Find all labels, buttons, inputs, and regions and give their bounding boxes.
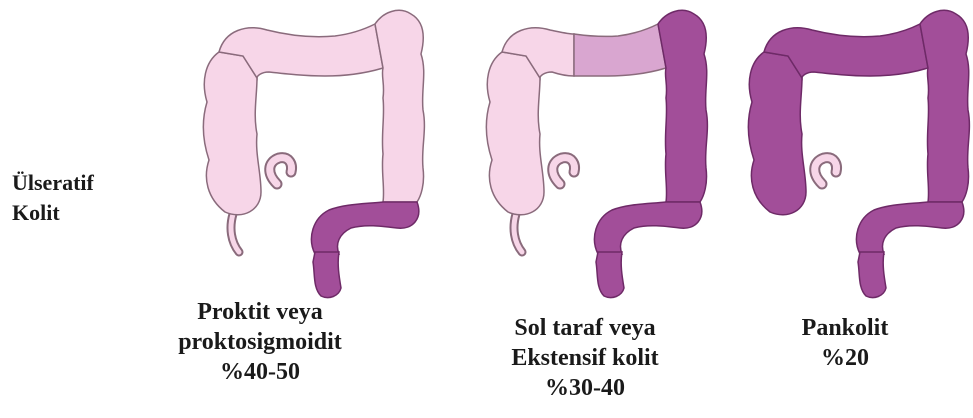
rectum-inflamed	[313, 252, 341, 298]
rectum-inflamed	[596, 252, 624, 298]
descending-colon-healthy	[375, 10, 424, 202]
caption-pancolitis: Pankolit %20	[760, 313, 930, 373]
ileum-healthy	[553, 158, 575, 184]
colon-diagram-proctitis	[195, 6, 435, 296]
caption-left-sided: Sol taraf veya Ekstensif kolit %30-40	[455, 313, 715, 403]
colon-diagram-left-sided	[478, 6, 718, 296]
appendix-healthy	[514, 214, 522, 252]
caption-line: Ekstensif kolit	[455, 343, 715, 373]
title-line-1: Ülseratif	[12, 168, 94, 198]
sigmoid-colon-inflamed	[311, 202, 418, 254]
caption-percentage: %40-50	[140, 357, 380, 387]
transverse-colon-partially-inflamed	[574, 24, 666, 76]
caption-proctitis: Proktit veya proktosigmoidit %40-50	[140, 297, 380, 387]
ascending-colon-healthy	[486, 52, 544, 215]
ileum-healthy	[815, 158, 837, 184]
sigmoid-colon-inflamed	[856, 202, 963, 254]
caption-line: Pankolit	[760, 313, 930, 343]
colon-diagram-pancolitis	[740, 6, 973, 296]
sigmoid-colon-inflamed	[594, 202, 701, 254]
descending-colon-inflamed	[920, 10, 969, 202]
title-line-2: Kolit	[12, 198, 94, 228]
caption-line: Proktit veya	[140, 297, 380, 327]
descending-colon-inflamed	[658, 10, 707, 202]
ileum-healthy	[270, 158, 292, 184]
appendix-healthy	[231, 214, 239, 252]
rectum-inflamed	[858, 252, 886, 298]
ascending-colon-healthy	[203, 52, 261, 215]
caption-line: Sol taraf veya	[455, 313, 715, 343]
caption-percentage: %20	[760, 343, 930, 373]
ascending-colon-inflamed	[748, 52, 806, 215]
caption-percentage: %30-40	[455, 373, 715, 403]
title-label: Ülseratif Kolit	[12, 168, 94, 227]
caption-line: proktosigmoidit	[140, 327, 380, 357]
